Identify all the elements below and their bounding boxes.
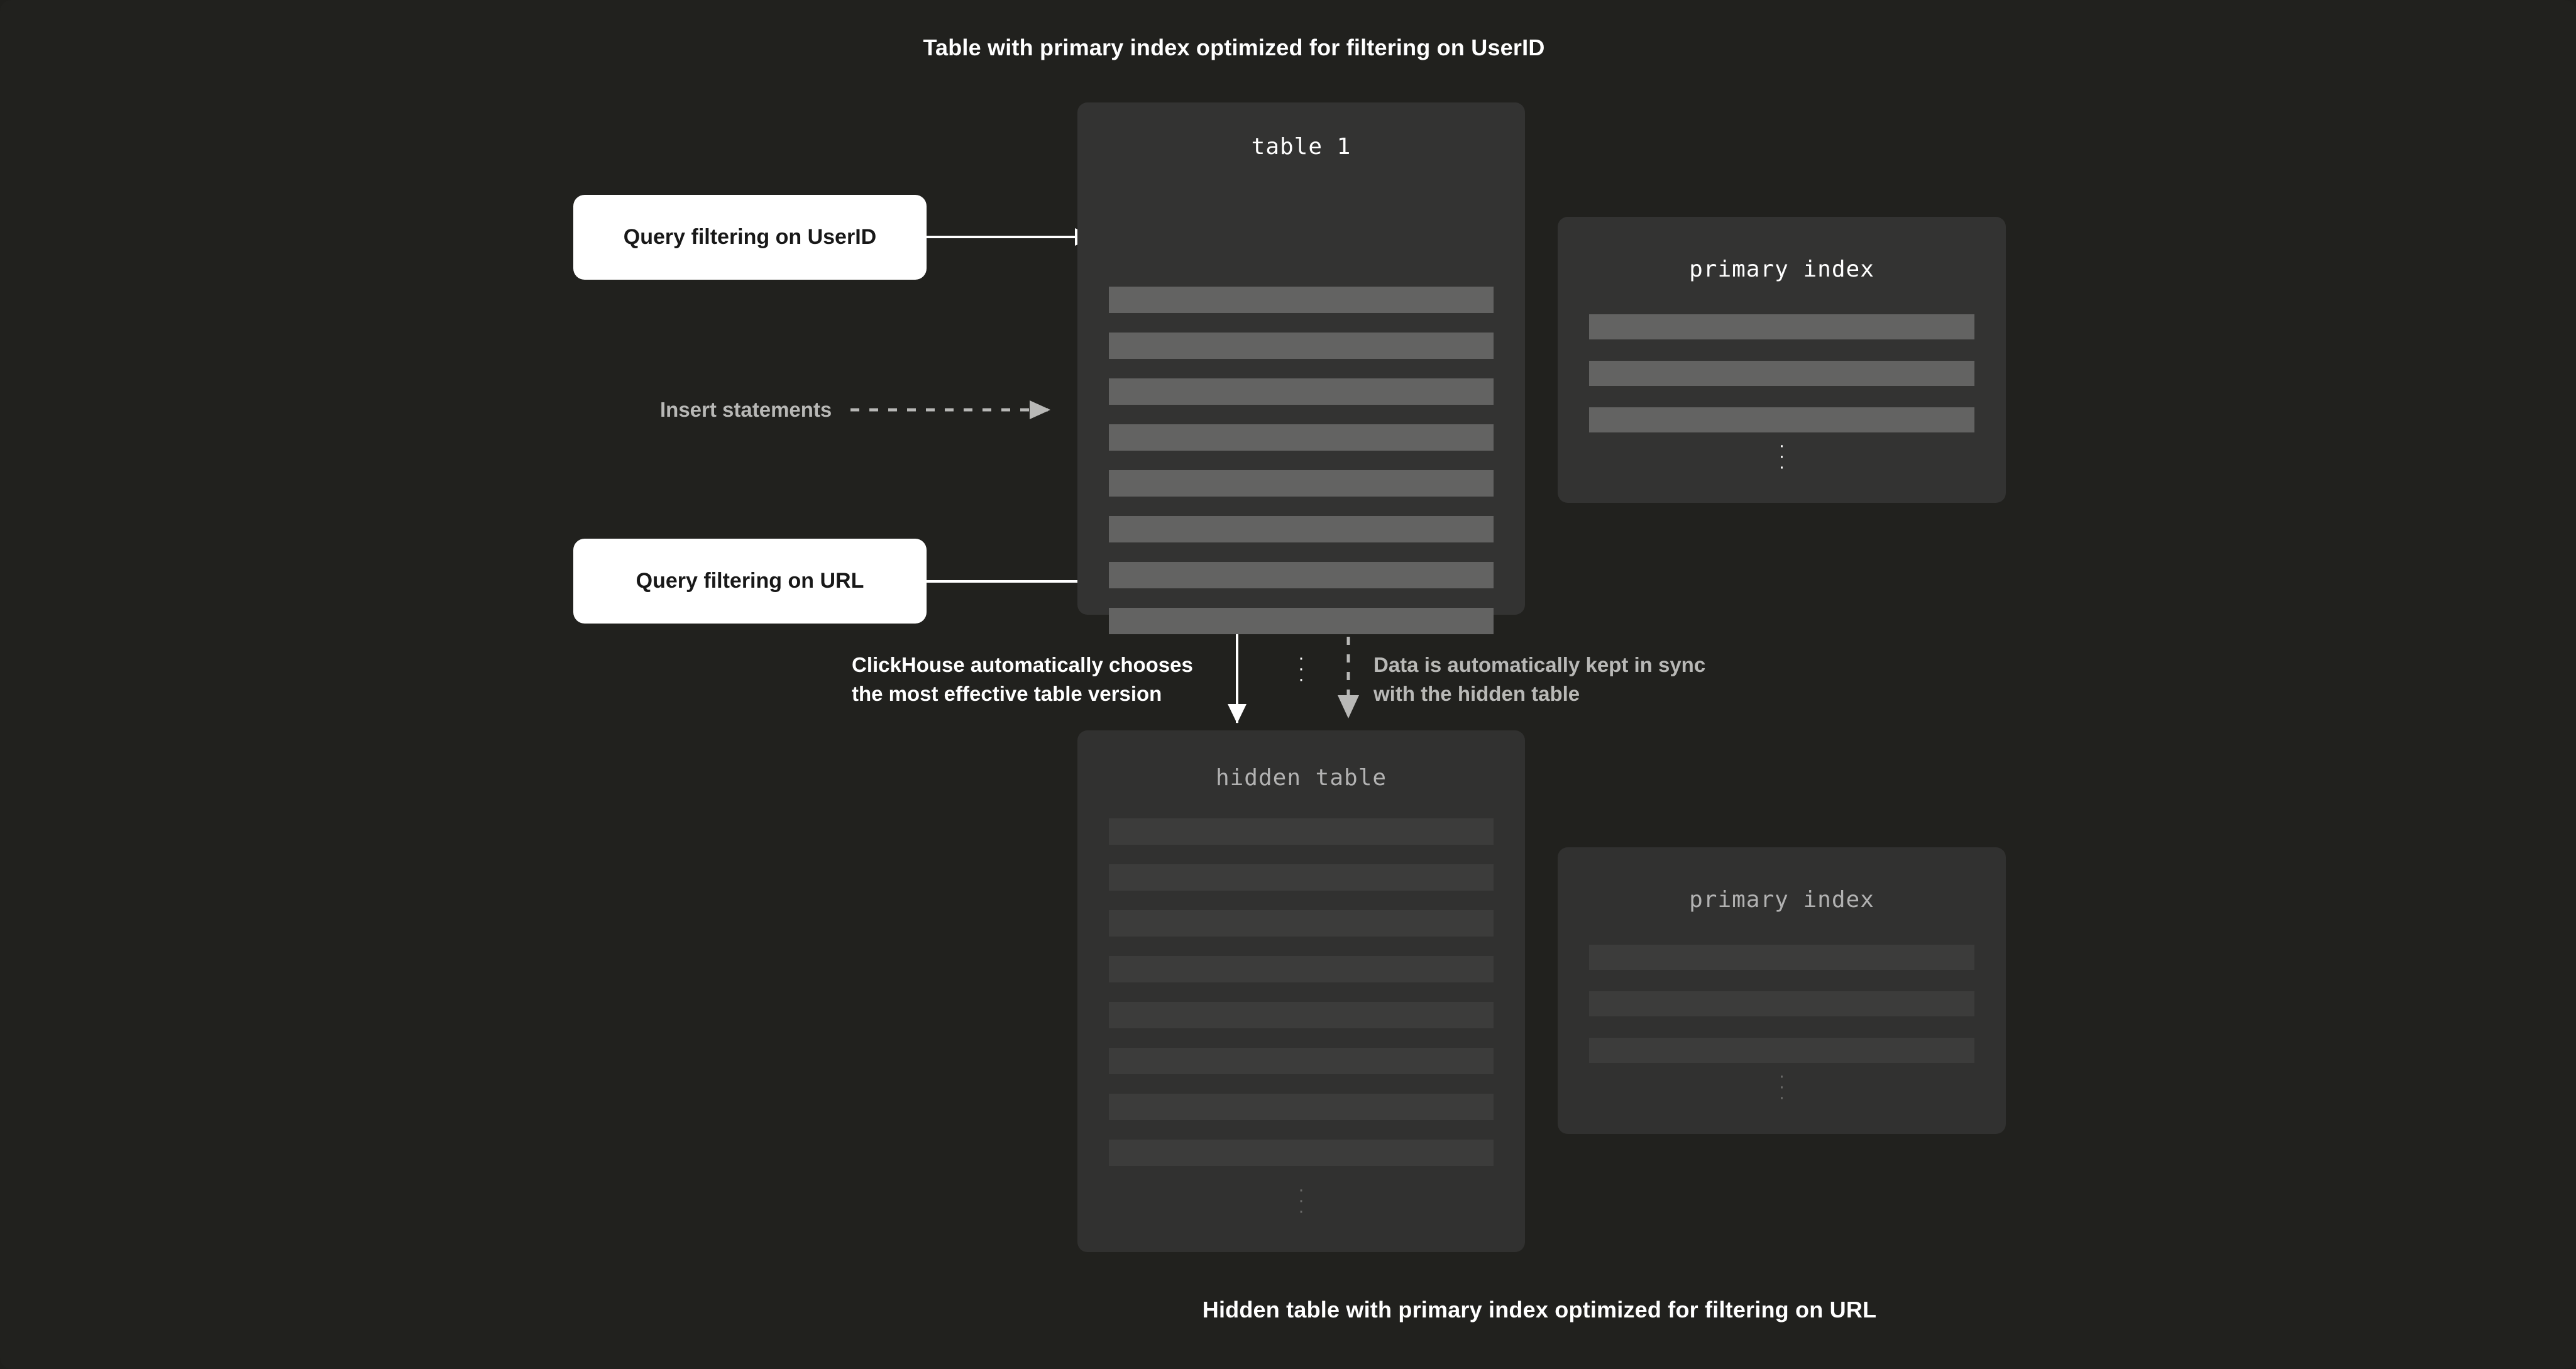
index-hidden-rows <box>1558 945 2006 1063</box>
index-main-title: primary index <box>1689 256 1874 282</box>
table-row <box>1109 1094 1494 1120</box>
label-insert-statements: Insert statements <box>660 398 832 421</box>
callout-query-userid[interactable]: Query filtering on UserID <box>573 195 927 280</box>
index-hidden-ellipsis: ··· <box>1778 1065 1785 1108</box>
index-row <box>1589 991 1974 1016</box>
page-title-bottom: Hidden table with primary index optimize… <box>1202 1297 1877 1322</box>
label-data-sync: Data is automatically kept in sync with … <box>1373 651 1705 708</box>
table-main-title: table 1 <box>1251 134 1351 160</box>
index-hidden-title: primary index <box>1689 887 1874 913</box>
callout-query-url[interactable]: Query filtering on URL <box>573 539 927 624</box>
table-row <box>1109 608 1494 634</box>
index-main-rows <box>1558 314 2006 432</box>
table-hidden-box: hidden table ··· <box>1077 730 1525 1252</box>
table-row <box>1109 562 1494 588</box>
table-row <box>1109 516 1494 542</box>
table-row <box>1109 287 1494 313</box>
index-hidden-box: primary index ··· <box>1558 847 2006 1134</box>
index-main-ellipsis: ··· <box>1778 435 1785 477</box>
index-row <box>1589 945 1974 970</box>
page-title-top: Table with primary index optimized for f… <box>923 35 1545 60</box>
label-data-sync-line2: with the hidden table <box>1373 682 1580 705</box>
table-row <box>1109 1048 1494 1074</box>
index-main-box: primary index ··· <box>1558 217 2006 503</box>
index-row <box>1589 1038 1974 1063</box>
table-row <box>1109 910 1494 937</box>
table-main-ellipsis: ··· <box>1298 647 1304 690</box>
table-row <box>1109 818 1494 845</box>
table-main-box: table 1 ··· <box>1077 102 1525 689</box>
table-hidden-rows <box>1077 818 1525 1166</box>
table-row <box>1109 378 1494 405</box>
table-main-rows <box>1077 287 1525 634</box>
label-clickhouse-chooses-line2: the most effective table version <box>852 682 1162 705</box>
table-hidden-title: hidden table <box>1215 765 1387 791</box>
table-row <box>1109 956 1494 982</box>
table-row <box>1109 424 1494 451</box>
table-row <box>1109 864 1494 891</box>
table-hidden-ellipsis: ··· <box>1298 1179 1304 1221</box>
index-row <box>1589 361 1974 386</box>
label-data-sync-line1: Data is automatically kept in sync <box>1373 653 1706 676</box>
label-clickhouse-chooses: ClickHouse automatically chooses the mos… <box>852 651 1193 708</box>
table-row <box>1109 1002 1494 1028</box>
label-clickhouse-chooses-line1: ClickHouse automatically chooses <box>852 653 1193 676</box>
table-row <box>1109 470 1494 497</box>
index-row <box>1589 314 1974 339</box>
index-row <box>1589 407 1974 432</box>
table-row <box>1109 333 1494 359</box>
table-row <box>1109 1140 1494 1166</box>
